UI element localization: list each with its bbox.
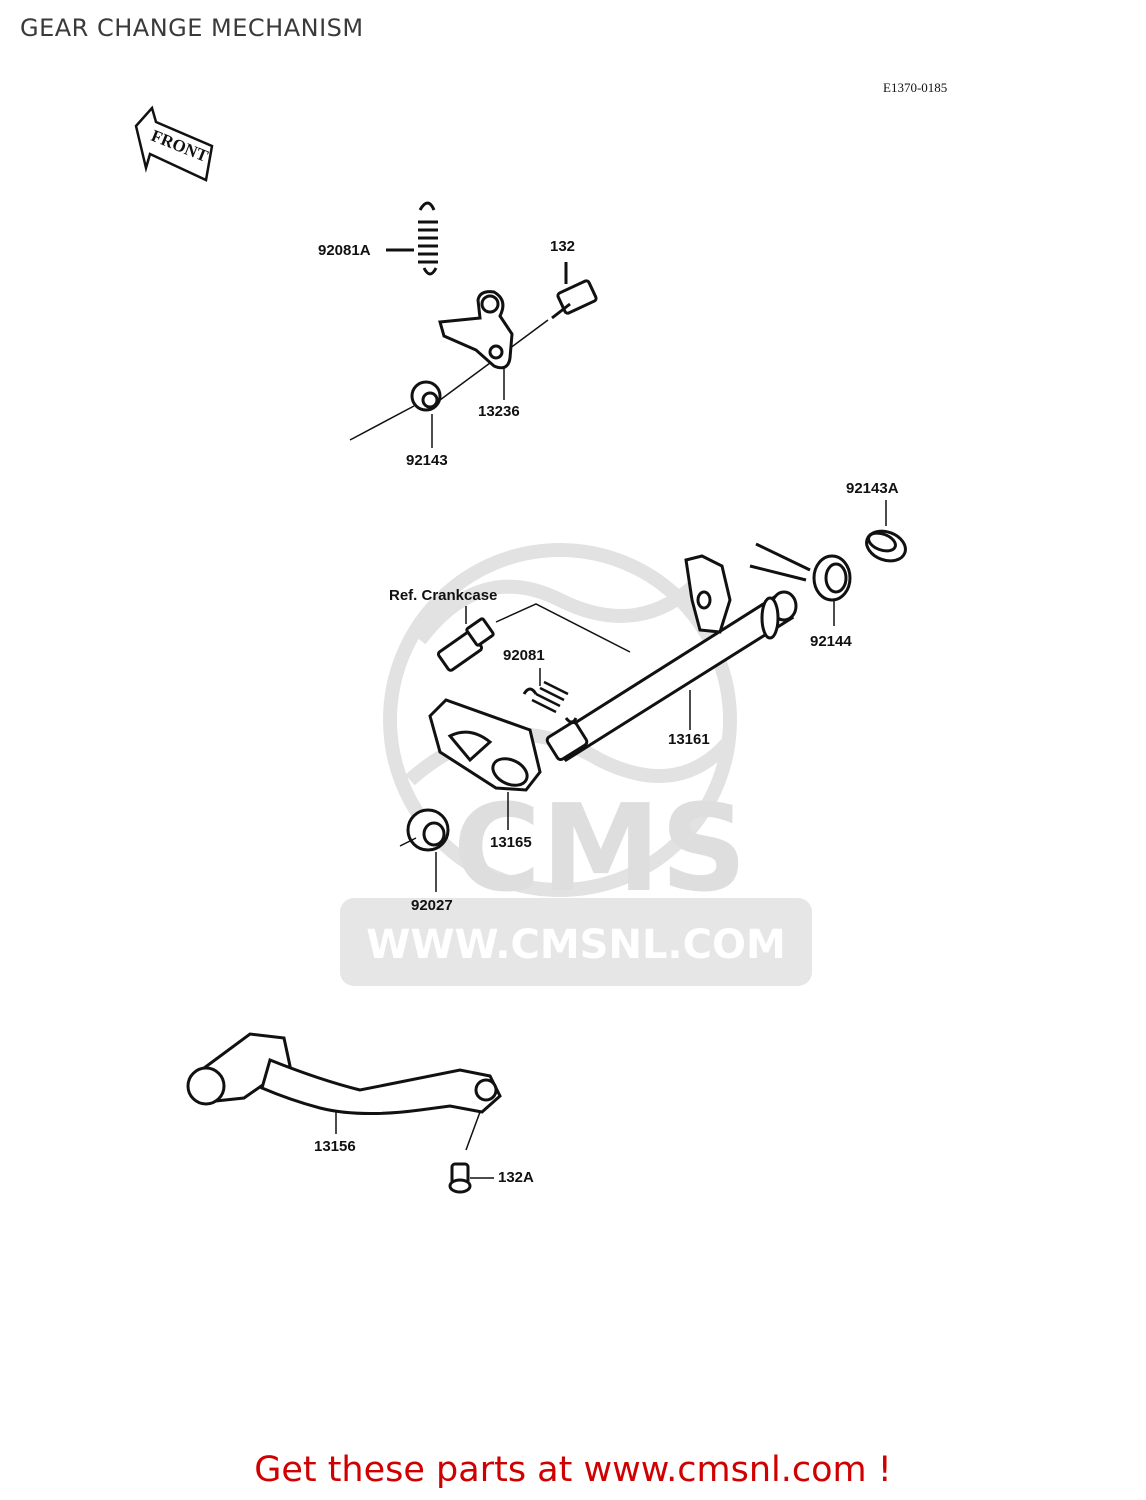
bracket-13236 xyxy=(438,290,514,400)
spring-92081A xyxy=(386,201,438,276)
part-label-13165[interactable]: 13165 xyxy=(490,834,532,851)
part-label-92143A[interactable]: 92143A xyxy=(846,480,899,497)
part-label-13156[interactable]: 13156 xyxy=(314,1138,356,1155)
watermark-logo-text: CMS xyxy=(453,780,747,919)
part-label-92081A[interactable]: 92081A xyxy=(318,242,371,259)
collar-92027 xyxy=(399,808,450,892)
part-label-13236[interactable]: 13236 xyxy=(478,403,520,420)
page-title: GEAR CHANGE MECHANISM xyxy=(20,14,364,42)
watermark-url-text: WWW.CMSNL.COM xyxy=(366,922,786,968)
part-label-92081[interactable]: 92081 xyxy=(503,647,545,664)
part-label-13161[interactable]: 13161 xyxy=(668,731,710,748)
pedal-13156 xyxy=(186,1032,502,1151)
part-label-132A[interactable]: 132A xyxy=(498,1169,534,1186)
part-label-ref-crankcase[interactable]: Ref. Crankcase xyxy=(389,587,498,604)
plate-13165 xyxy=(428,698,542,830)
bolt-132A xyxy=(448,1162,494,1194)
part-label-132[interactable]: 132 xyxy=(550,238,576,255)
shaft-13161 xyxy=(545,554,798,762)
diagram-code: E1370-0185 xyxy=(883,80,948,95)
spring-92081 xyxy=(522,668,578,724)
front-arrow-icon: FRONT xyxy=(134,105,214,182)
collar-92143 xyxy=(349,380,442,448)
spring-92144 xyxy=(749,542,852,626)
crankcase-stud xyxy=(436,603,631,672)
part-label-92144[interactable]: 92144 xyxy=(810,633,852,650)
part-label-92143[interactable]: 92143 xyxy=(406,452,448,469)
cmsnl-footer-link[interactable]: Get these parts at www.cmsnl.com ! xyxy=(254,1450,892,1490)
watermark-logo-bar xyxy=(340,898,812,986)
part-label-92027[interactable]: 92027 xyxy=(411,897,453,914)
collar-92143A xyxy=(865,500,907,563)
